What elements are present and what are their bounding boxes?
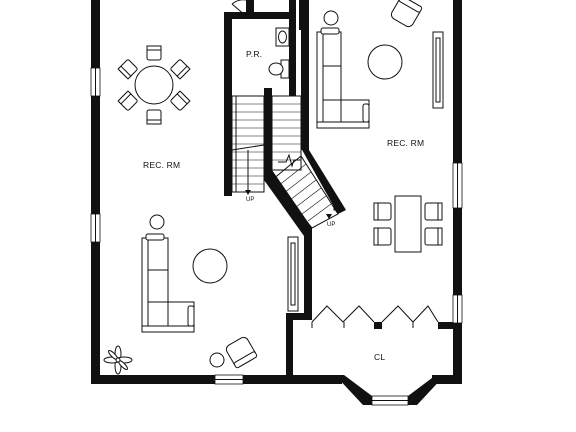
wall-pr-top: [224, 12, 296, 19]
powder-room-fixtures: [231, 0, 290, 79]
label-powder-room: P.R.: [246, 49, 262, 59]
coffee-table-left: [192, 248, 228, 284]
armchair-right: [390, 0, 423, 28]
wall-stair-left: [224, 88, 232, 196]
label-stairs-up-right: UP: [327, 222, 335, 228]
wall-bottom-left: [91, 375, 292, 384]
lamp-table-left: [149, 214, 165, 230]
wall-pr-right: [289, 0, 296, 96]
label-stairs-up-left: UP: [246, 197, 254, 203]
wall-bay-right: [408, 375, 445, 405]
wall-pr-top-stub: [246, 0, 254, 19]
wall-closet-top-left: [286, 313, 312, 320]
coffee-table-right: [367, 44, 403, 80]
wall-bottom-closet: [287, 375, 342, 384]
wall-bay-bottom-right: [407, 396, 417, 405]
wall-left-exterior: [91, 0, 100, 384]
side-table-left: [209, 352, 225, 368]
stairs-left: [231, 95, 265, 195]
wall-stair-middle-top: [264, 88, 272, 170]
wall-bay-bottom-left: [363, 396, 373, 405]
dining-set-rect: [373, 195, 443, 253]
armchair-left: [225, 336, 258, 369]
wall-pr-left: [224, 12, 232, 96]
lamp-table-right: [323, 10, 339, 26]
label-rec-room-right: REC. RM: [387, 138, 424, 148]
wall-bay-left: [335, 375, 372, 405]
windows: [90, 67, 463, 406]
label-rec-room-left: REC. RM: [143, 160, 180, 170]
wall-closet-left: [286, 313, 293, 383]
tv-console-center: [287, 236, 299, 312]
toilet-bowl: [268, 62, 284, 76]
wall-closet-top-mid: [374, 322, 382, 329]
dining-set-round: [117, 45, 191, 125]
wall-bottom-right: [432, 375, 462, 384]
wall-stair-middle-diag: [264, 170, 312, 236]
stairs-middle: [271, 95, 339, 229]
sectional-sofa-right: [316, 27, 370, 129]
room-labels: REC. RM REC. RM P.R. CL UP UP: [143, 49, 424, 362]
wall-closet-top-right: [438, 322, 458, 329]
wall-right-stair-diag: [301, 148, 346, 214]
wall-center-lower: [304, 228, 312, 320]
closet-bifold-doors: [311, 305, 439, 328]
tv-console-right: [432, 31, 444, 109]
label-closet: CL: [374, 352, 385, 362]
sectional-sofa-left: [141, 233, 195, 333]
plant-icon: [103, 345, 133, 375]
wall-stair-right-top: [301, 0, 309, 150]
